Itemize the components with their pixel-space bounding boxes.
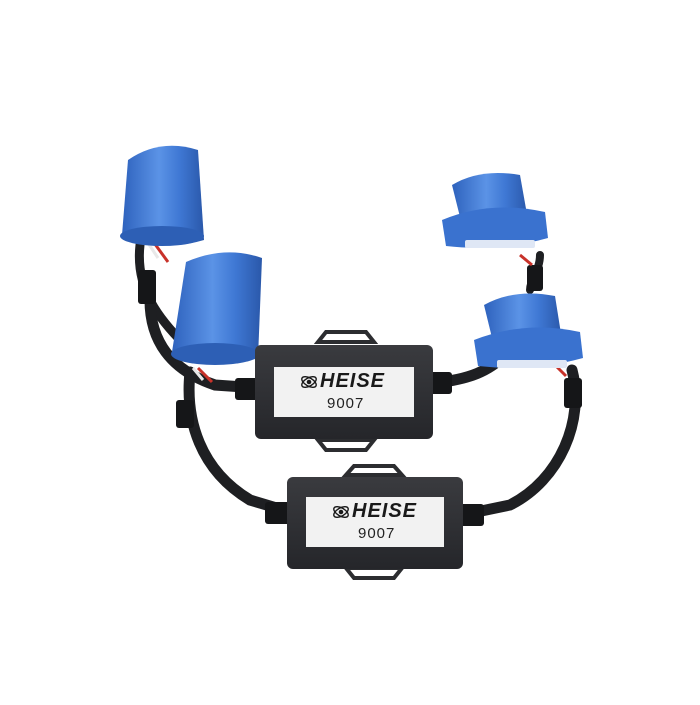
decoder-box-lower <box>287 464 463 580</box>
decoder-model-label: 9007 <box>358 525 396 542</box>
atom-logo-icon <box>301 376 317 388</box>
decoder-brand-label: HEISE <box>352 500 418 522</box>
strain-reliefs <box>138 265 582 526</box>
male-connector-lower <box>474 293 583 368</box>
female-socket-upper <box>120 145 204 246</box>
decoder-model-label: 9007 <box>327 395 365 412</box>
female-socket-lower <box>171 252 262 365</box>
decoder-brand-label: HEISE <box>320 370 386 392</box>
atom-logo-icon <box>333 506 349 518</box>
decoder-box-upper <box>255 330 433 452</box>
male-connector-upper <box>442 172 548 248</box>
